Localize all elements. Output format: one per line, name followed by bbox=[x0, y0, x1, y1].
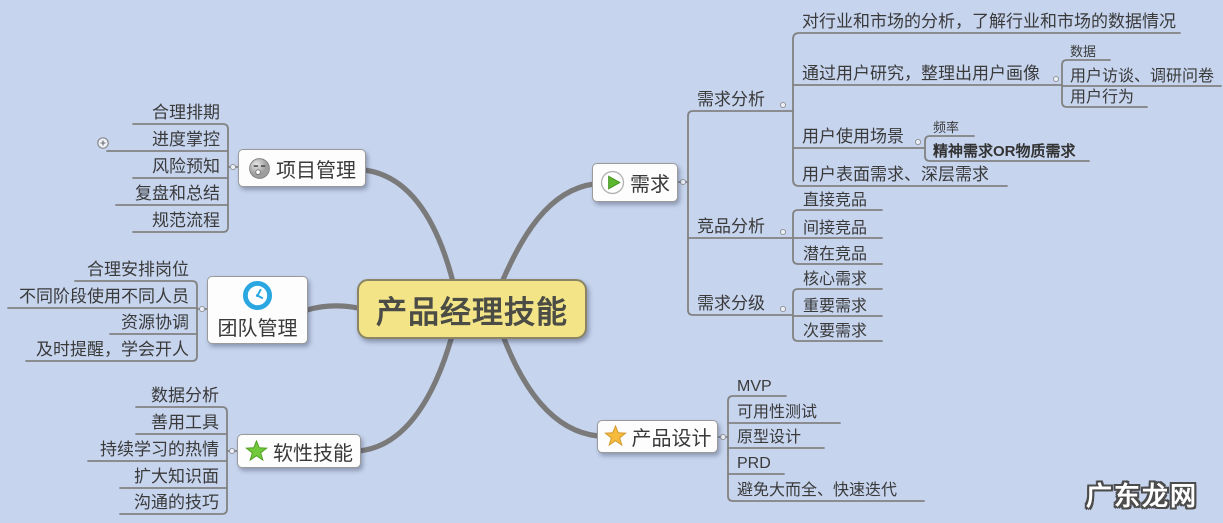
central-topic-label: 产品经理技能 bbox=[376, 294, 568, 330]
team-item[interactable]: 合理安排岗位 bbox=[87, 260, 189, 279]
research-item[interactable]: 用户行为 bbox=[1070, 89, 1135, 106]
collapse-handle[interactable] bbox=[779, 101, 787, 109]
node-project-management[interactable]: 项目管理 bbox=[238, 149, 366, 187]
soft-item[interactable]: 善用工具 bbox=[151, 413, 219, 432]
plus-circle-icon[interactable] bbox=[97, 137, 109, 149]
research-item[interactable]: 用户访谈、调研问卷 bbox=[1070, 68, 1215, 85]
analysis-item-scene[interactable]: 用户使用场景 bbox=[802, 127, 904, 146]
design-item[interactable]: PRD bbox=[737, 455, 771, 472]
node-soft-skills[interactable]: 软性技能 bbox=[237, 434, 361, 468]
scene-item[interactable]: 频率 bbox=[933, 120, 960, 135]
research-item[interactable]: 数据 bbox=[1070, 44, 1097, 59]
analysis-item-industry[interactable]: 对行业和市场的分析，了解行业和市场的数据情况 bbox=[802, 12, 1176, 31]
branch-curve-design bbox=[500, 333, 601, 439]
collapse-handle[interactable] bbox=[914, 138, 922, 146]
node-soft-skills-label: 软性技能 bbox=[273, 442, 353, 465]
branch-curve-project bbox=[361, 167, 456, 285]
soft-item[interactable]: 扩大知识面 bbox=[134, 467, 219, 486]
team-item[interactable]: 及时提醒，学会开人 bbox=[36, 340, 189, 359]
play-icon bbox=[600, 170, 625, 195]
sleepy-face-icon bbox=[249, 157, 270, 179]
branch-curve-team bbox=[304, 303, 361, 313]
project-item[interactable]: 风险预知 bbox=[152, 157, 220, 176]
node-team-management-label: 团队管理 bbox=[217, 317, 298, 340]
node-demand-label: 需求 bbox=[630, 174, 670, 196]
branch-curve-soft bbox=[356, 333, 455, 454]
node-product-design-label: 产品设计 bbox=[631, 428, 712, 450]
soft-item[interactable]: 数据分析 bbox=[151, 386, 219, 405]
grading-item[interactable]: 次要需求 bbox=[803, 323, 868, 340]
analysis-item-research[interactable]: 通过用户研究，整理出用户画像 bbox=[802, 64, 1040, 83]
watermark: 广东龙网 bbox=[1086, 481, 1199, 511]
scene-item[interactable]: 精神需求OR物质需求 bbox=[933, 143, 1076, 160]
soft-item[interactable]: 持续学习的热情 bbox=[100, 440, 219, 459]
design-item[interactable]: 可用性测试 bbox=[737, 404, 818, 421]
grading-item[interactable]: 重要需求 bbox=[803, 298, 868, 315]
project-item[interactable]: 合理排期 bbox=[152, 103, 220, 122]
node-team-management[interactable]: 团队管理 bbox=[207, 276, 308, 344]
node-project-management-label: 项目管理 bbox=[276, 159, 356, 182]
branch-requirement-grading[interactable]: 需求分级 bbox=[697, 294, 765, 313]
collapse-handle[interactable] bbox=[1052, 75, 1060, 83]
project-item[interactable]: 进度掌控 bbox=[152, 130, 220, 149]
yellow-star-icon bbox=[603, 425, 627, 447]
design-item[interactable]: 原型设计 bbox=[737, 429, 802, 446]
green-star-icon bbox=[245, 439, 268, 461]
node-product-design[interactable]: 产品设计 bbox=[597, 420, 718, 453]
team-item[interactable]: 不同阶段使用不同人员 bbox=[19, 287, 189, 306]
collapse-handle[interactable] bbox=[228, 447, 236, 455]
collapse-handle[interactable] bbox=[719, 433, 727, 441]
central-topic[interactable]: 产品经理技能 bbox=[357, 279, 587, 339]
competitor-item[interactable]: 潜在竞品 bbox=[803, 246, 868, 263]
branch-requirement-analysis[interactable]: 需求分析 bbox=[697, 90, 765, 109]
branch-curve-demand bbox=[499, 181, 597, 285]
project-item[interactable]: 复盘和总结 bbox=[135, 184, 220, 203]
collapse-handle[interactable] bbox=[779, 305, 787, 313]
collapse-handle[interactable] bbox=[229, 163, 237, 171]
collapse-handle[interactable] bbox=[779, 228, 787, 236]
design-item[interactable]: MVP bbox=[737, 378, 772, 395]
team-item[interactable]: 资源协调 bbox=[121, 313, 189, 332]
competitor-item[interactable]: 直接竞品 bbox=[803, 192, 868, 209]
clock-icon bbox=[242, 280, 273, 310]
grading-item[interactable]: 核心需求 bbox=[803, 271, 868, 288]
collapse-handle[interactable] bbox=[679, 178, 687, 186]
node-demand[interactable]: 需求 bbox=[592, 163, 678, 202]
design-item[interactable]: 避免大而全、快速迭代 bbox=[737, 482, 898, 499]
branch-competitor-analysis[interactable]: 竞品分析 bbox=[697, 217, 765, 236]
analysis-item-surface[interactable]: 用户表面需求、深层需求 bbox=[802, 165, 989, 184]
project-item[interactable]: 规范流程 bbox=[152, 211, 220, 230]
collapse-handle[interactable] bbox=[198, 305, 206, 313]
competitor-item[interactable]: 间接竞品 bbox=[803, 220, 868, 237]
soft-item[interactable]: 沟通的技巧 bbox=[134, 493, 219, 512]
